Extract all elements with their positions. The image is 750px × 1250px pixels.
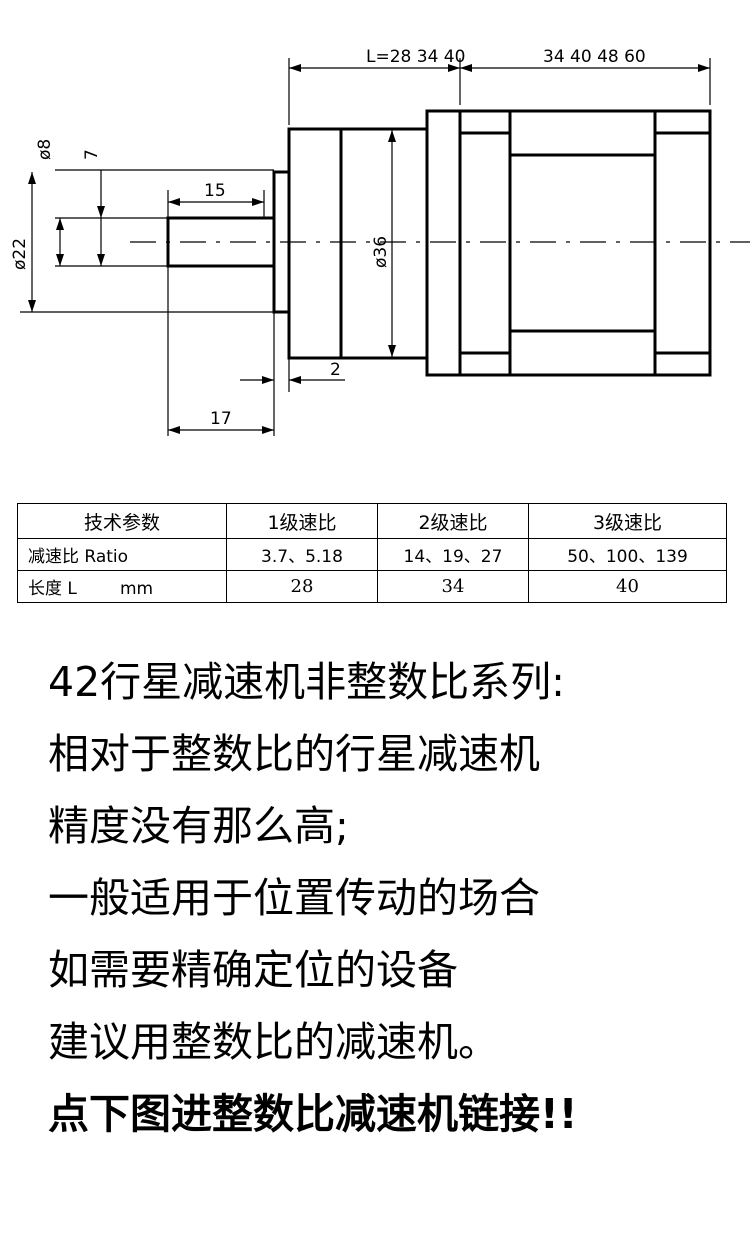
desc-line-1: 42行星减速机非整数比系列: [48,658,565,706]
desc-line-5: 如需要精确定位的设备 [48,946,458,994]
length-stage1: 28 [226,570,378,603]
dim-phi8: ø8 [35,139,55,160]
dim-7: 7 [82,149,102,160]
dim-2: 2 [330,360,341,380]
header-stage2: 2级速比 [377,503,529,539]
link-callout[interactable]: 点下图进整数比减速机链接!! [48,1090,578,1138]
ratio-stage3: 50、100、139 [528,538,727,571]
length-label-cell: 长度 L mm [17,570,227,603]
header-params: 技术参数 [17,503,227,539]
table-header-row: 技术参数 1级速比 2级速比 3级速比 [17,503,727,539]
table-row: 长度 L mm 28 34 40 [17,570,727,603]
length-stage3: 40 [528,570,727,603]
description-text: 42行星减速机非整数比系列: 相对于整数比的行星减速机 精度没有那么高; 一般适… [48,652,738,1156]
length-label: 长度 L [28,579,77,599]
desc-line-4: 一般适用于位置传动的场合 [48,874,540,922]
gearbox-body [287,127,429,360]
motor-body [425,109,712,377]
header-stage3: 3级速比 [528,503,727,539]
length-unit: mm [120,579,154,599]
desc-line-3: 精度没有那么高; [48,802,349,850]
desc-line-6: 建议用整数比的减速机。 [48,1018,499,1066]
dim-L: L=28 34 40 [366,47,465,67]
dim-15: 15 [204,181,226,201]
ratio-stage2: 14、19、27 [377,538,529,571]
dim-phi36: ø36 [371,236,391,268]
header-stage1: 1级速比 [226,503,378,539]
table-row: 减速比 Ratio 3.7、5.18 14、19、27 50、100、139 [17,538,727,571]
ratio-stage1: 3.7、5.18 [226,538,378,571]
desc-line-2: 相对于整数比的行星减速机 [48,730,540,778]
spec-table: 技术参数 1级速比 2级速比 3级速比 减速比 Ratio 3.7、5.18 1… [17,503,727,603]
dim-17: 17 [210,409,232,429]
dim-motor-length: 34 40 48 60 [543,47,646,67]
length-stage2: 34 [377,570,529,603]
dim-phi22: ø22 [10,238,30,270]
gearbox-dimension-drawing: L=28 34 40 34 40 48 60 ø8 7 ø22 15 ø36 2… [10,47,750,436]
ratio-label: 减速比 Ratio [17,538,227,571]
